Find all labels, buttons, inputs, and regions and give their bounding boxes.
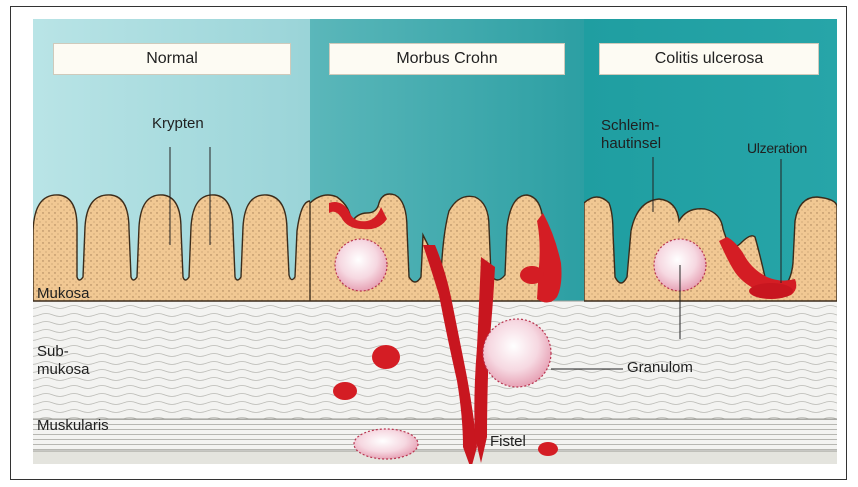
label-mukosa: Mukosa (37, 285, 90, 303)
label-schleimhautinsel-line2: hautinsel (601, 135, 691, 153)
panel-title-colitis: Colitis ulcerosa (599, 43, 819, 75)
label-fistel: Fistel (490, 433, 526, 451)
label-granulom: Granulom (627, 359, 693, 377)
crohn-blot-1 (520, 266, 544, 284)
crohn-tissue (310, 194, 584, 469)
crohn-granuloma-2 (483, 319, 551, 387)
label-submukosa-line1: Sub- (37, 343, 117, 361)
label-schleimhautinsel: Schleim- hautinsel (601, 117, 691, 153)
label-submukosa-line2: mukosa (37, 361, 117, 379)
intestine-diagram (11, 7, 848, 481)
label-krypten: Krypten (152, 115, 204, 133)
crohn-granuloma-3 (354, 429, 418, 459)
crohn-blot-4 (538, 442, 558, 456)
crohn-blot-3 (333, 382, 357, 400)
label-ulzeration: Ulzeration (747, 139, 807, 157)
label-submukosa: Sub- mukosa (37, 343, 117, 379)
panel-title-crohn: Morbus Crohn (329, 43, 565, 75)
crohn-granuloma-1 (335, 239, 387, 291)
label-schleimhautinsel-line1: Schleim- (601, 117, 691, 135)
figure-frame: Normal Morbus Crohn Colitis ulcerosa Kry… (10, 6, 847, 480)
label-muskularis: Muskularis (37, 417, 109, 435)
panel-title-normal: Normal (53, 43, 291, 75)
crohn-blot-2 (372, 345, 400, 369)
